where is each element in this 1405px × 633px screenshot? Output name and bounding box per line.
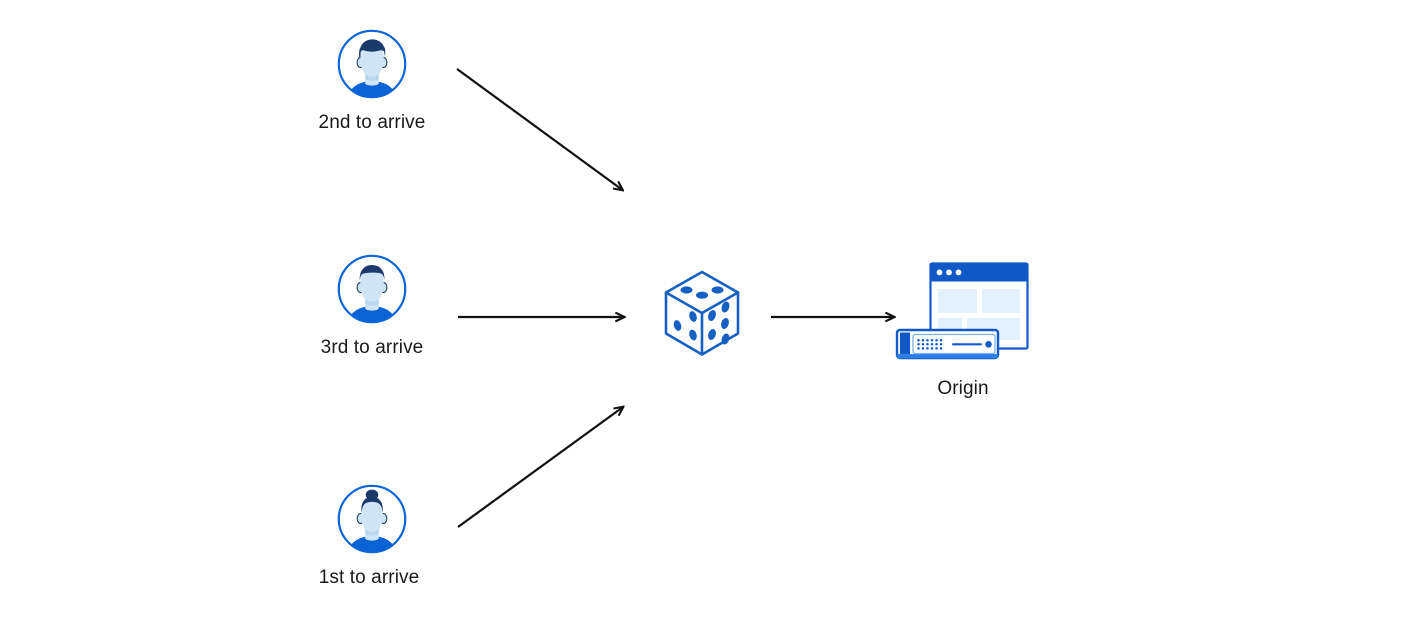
arrow-first-to-dice	[457, 407, 623, 528]
origin-label: Origin	[937, 378, 989, 399]
server-device	[895, 328, 1000, 360]
client-node-second[interactable]: 2nd to arrive	[319, 27, 425, 133]
client-label-second: 2nd to arrive	[318, 112, 426, 133]
client-label-first: 1st to arrive	[318, 567, 420, 588]
origin-server-icon	[895, 262, 1029, 360]
origin-node[interactable]: Origin	[893, 258, 1033, 399]
client-label-third: 3rd to arrive	[320, 337, 424, 358]
dice-icon	[664, 270, 740, 356]
user-avatar-icon	[337, 484, 407, 554]
user-avatar-icon	[337, 29, 407, 99]
random-selector-node[interactable]	[660, 268, 744, 365]
client-node-third[interactable]: 3rd to arrive	[321, 252, 423, 358]
arrow-second-to-dice	[456, 68, 623, 190]
client-node-first[interactable]: 1st to arrive	[319, 482, 419, 588]
user-avatar-icon	[337, 254, 407, 324]
